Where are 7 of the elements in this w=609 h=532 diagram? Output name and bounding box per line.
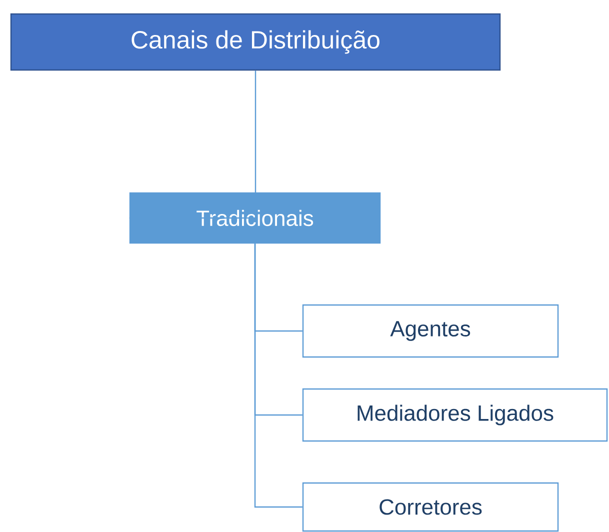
connector-line: [254, 244, 302, 508]
item-box: Corretores: [302, 482, 559, 532]
item-box: Agentes: [302, 304, 559, 358]
category-box: Tradicionais: [129, 192, 381, 244]
item-box: Mediadores Ligados: [302, 388, 608, 442]
connector-line: [129, 70, 256, 219]
root-box: Canais de Distribuição: [10, 13, 501, 71]
